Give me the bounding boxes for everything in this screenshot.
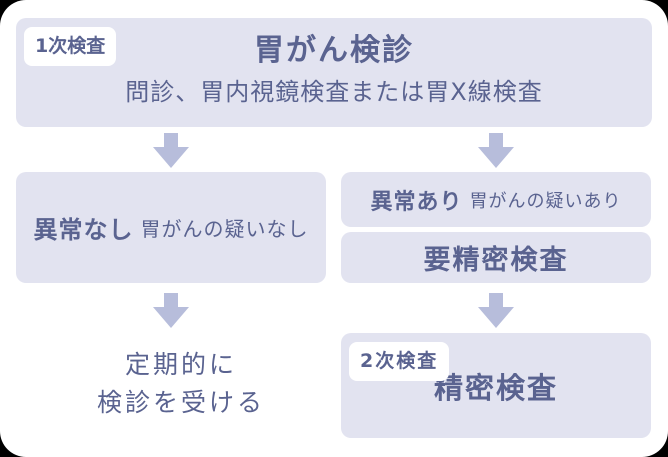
periodic-screening-text: 定期的に 検診を受ける — [21, 346, 341, 422]
primary-screening-title: 胃がん検診 — [254, 33, 414, 68]
primary-screening-subtitle: 問診、胃内視鏡検査または胃X線検査 — [125, 78, 543, 106]
primary-stage-badge: 1次検査 — [24, 27, 117, 66]
abnormality-note: 胃がんの疑いあり — [469, 190, 622, 212]
periodic-screening-line2: 検診を受ける — [96, 388, 265, 417]
periodic-screening-line1: 定期的に — [124, 350, 237, 379]
no-abnormality-box: 異常なし 胃がんの疑いなし — [16, 172, 326, 283]
abnormality-label: 異常あり — [370, 189, 463, 215]
secondary-exam-box: 2次検査 精密検査 — [341, 333, 651, 438]
primary-screening-box: 1次検査 胃がん検診 問診、胃内視鏡検査または胃X線検査 — [16, 18, 652, 127]
detailed-exam-required-box: 要精密検査 — [341, 232, 651, 283]
secondary-stage-badge: 2次検査 — [349, 342, 450, 381]
secondary-exam-title: 精密検査 — [433, 370, 558, 405]
abnormality-box: 異常あり 胃がんの疑いあり — [341, 172, 651, 227]
arrow-down-icon — [478, 293, 514, 328]
no-abnormality-note: 胃がんの疑いなし — [140, 217, 309, 241]
no-abnormality-label: 異常なし — [33, 216, 134, 244]
arrow-down-icon — [153, 133, 189, 168]
detailed-exam-required-label: 要精密検査 — [423, 245, 569, 276]
arrow-down-icon — [478, 133, 514, 168]
arrow-down-icon — [153, 293, 189, 328]
